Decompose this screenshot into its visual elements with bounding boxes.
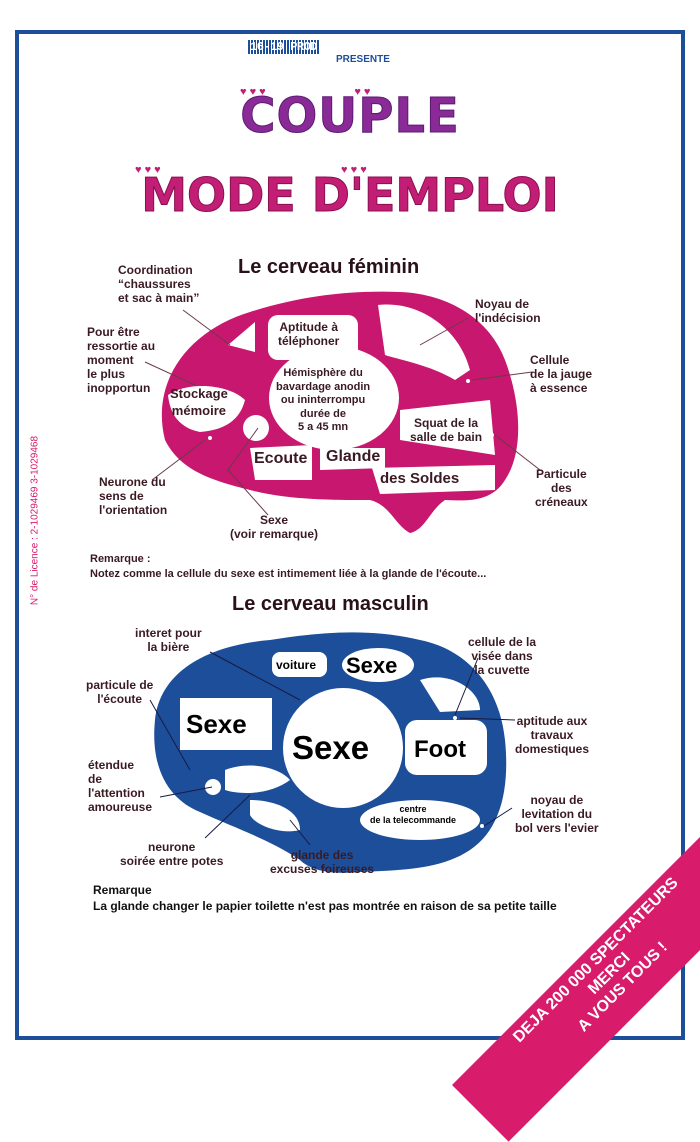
zone-aptitude-telephoner: Aptitude à téléphoner bbox=[278, 320, 340, 348]
label-interet-biere: interet pour la bière bbox=[135, 626, 202, 654]
label-noyau-levitation: noyau de levitation du bol vers l'evier bbox=[515, 793, 599, 835]
producer-logo: 16-19 PROD bbox=[248, 40, 320, 54]
label-cellule-jauge: Cellule de la jauge à essence bbox=[530, 353, 593, 395]
label-neurone-potes: neurone soirée entre potes bbox=[120, 840, 224, 868]
zone-sexe-small: Sexe bbox=[346, 653, 398, 678]
male-brain-diagram bbox=[149, 632, 516, 873]
female-remark-text: Notez comme la cellule du sexe est intim… bbox=[90, 568, 487, 580]
label-attention-amoureuse: étendue de l'attention amoureuse bbox=[88, 758, 153, 814]
hearts-decoration: ♥ ♥ ♥ ♥ ♥ ♥ bbox=[135, 164, 367, 176]
zone-hemisphere-bavardage: Hémisphère du bavardage anodin ou ininte… bbox=[276, 367, 371, 433]
label-cellule-visee: cellule de la visée dans la cuvette bbox=[468, 635, 537, 677]
zone-sexe-medium: Sexe bbox=[186, 709, 247, 739]
poster-frame bbox=[15, 30, 685, 1040]
male-remark-title: Remarque bbox=[93, 883, 152, 897]
zone-des-soldes: des Soldes bbox=[380, 470, 460, 487]
label-ressortie: Pour être ressortie au moment le plus in… bbox=[87, 325, 156, 395]
male-remark-text: La glande changer le papier toilette n'e… bbox=[93, 899, 557, 913]
label-noyau-indecision: Noyau de l'indécision bbox=[475, 297, 541, 325]
female-brain-title: Le cerveau féminin bbox=[238, 256, 420, 278]
zone-ecoute: Ecoute bbox=[254, 450, 308, 467]
zone-voiture: voiture bbox=[276, 658, 317, 672]
title-mode-emploi: MODE D'EMPLOI bbox=[141, 168, 560, 223]
label-coordination: Coordination “chaussures et sac à main” bbox=[118, 263, 200, 305]
zone-sexe-large: Sexe bbox=[292, 729, 370, 766]
label-aptitude-travaux: aptitude aux travaux domestiques bbox=[515, 714, 590, 756]
zone-glande: Glande bbox=[326, 448, 381, 465]
male-brain-title: Le cerveau masculin bbox=[232, 593, 429, 615]
label-sexe-remarque: Sexe (voir remarque) bbox=[230, 513, 319, 541]
title-couple: COUPLE bbox=[240, 88, 460, 145]
female-remark-title: Remarque : bbox=[90, 553, 151, 565]
zone-centre-telecommande: centre de la telecommande bbox=[370, 804, 457, 825]
zone-squat-salle-de-bain: Squat de la salle de bain bbox=[410, 416, 483, 444]
female-brain-diagram bbox=[144, 291, 541, 533]
label-glande-excuses: glande des excuses foireuses bbox=[270, 848, 375, 876]
label-neurone-orientation: Neurone du sens de l'orientation bbox=[99, 475, 168, 517]
presente-text: PRESENTE bbox=[336, 54, 390, 65]
zone-stockage-memoire: Stockage mémoire bbox=[170, 386, 228, 418]
label-particule-creneaux: Particule des créneaux bbox=[535, 467, 588, 509]
label-particule-ecoute: particule de l'écoute bbox=[86, 678, 154, 706]
zone-foot: Foot bbox=[414, 736, 466, 763]
hearts-decoration: ♥ ♥ ♥ ♥ ♥ bbox=[240, 86, 371, 98]
